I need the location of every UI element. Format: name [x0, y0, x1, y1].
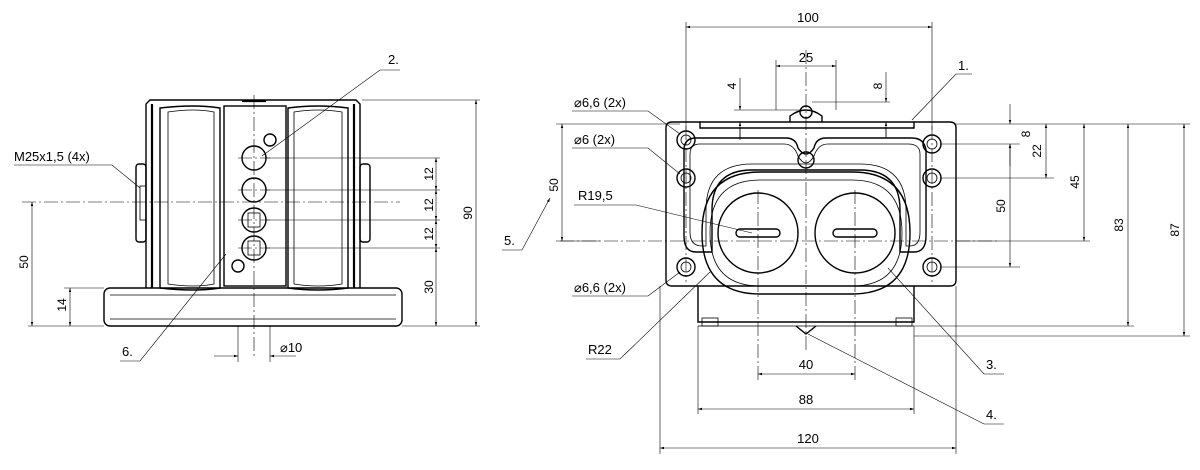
- hole-6: ⌀6 (2x): [574, 132, 615, 147]
- hole-6-6-bottom: ⌀6,6 (2x): [574, 280, 626, 295]
- dim-30: 30: [422, 280, 436, 294]
- callout-5: 5.: [504, 233, 515, 248]
- dim-40: 40: [799, 357, 813, 372]
- dim-50-right: 50: [994, 199, 1008, 213]
- dim-4: 4: [725, 82, 739, 89]
- dim-87: 87: [1168, 223, 1182, 237]
- housing-outline: [665, 121, 957, 287]
- dim-8-right: 8: [1019, 130, 1033, 137]
- front-view: 100 25 4 8 1. ⌀6,6 (2x) ⌀6 (2x) 50 R19,5: [502, 10, 1190, 454]
- thread-label: M25x1,5 (4x): [14, 149, 90, 164]
- dim-50-left: 50: [547, 178, 561, 192]
- radius-22: R22: [588, 342, 612, 357]
- dim-22: 22: [1030, 144, 1044, 158]
- callout-6: 6.: [122, 344, 133, 359]
- dim-14: 14: [55, 298, 69, 312]
- dim-50-side: 50: [17, 255, 31, 269]
- side-view: 12 12 12 30 90 50 14 ⌀10 M25x1,5 (4x) 2.…: [14, 52, 480, 362]
- dim-83: 83: [1112, 218, 1126, 232]
- dim-diameter-10: ⌀10: [280, 340, 302, 355]
- callout-2: 2.: [388, 52, 399, 67]
- dim-8-top: 8: [871, 82, 885, 89]
- dim-45: 45: [1068, 175, 1082, 189]
- dim-88: 88: [799, 392, 813, 407]
- center-recess: [701, 171, 911, 295]
- radius-19-5: R19,5: [578, 188, 613, 203]
- callout-3: 3.: [986, 357, 997, 372]
- dim-12-b: 12: [422, 198, 436, 212]
- dim-25: 25: [799, 50, 813, 65]
- dim-90: 90: [461, 206, 475, 220]
- dim-120: 120: [797, 431, 819, 446]
- dim-12-c: 12: [422, 227, 436, 241]
- callout-1: 1.: [958, 58, 969, 73]
- dim-12-a: 12: [422, 167, 436, 181]
- callout-4: 4.: [986, 407, 997, 422]
- dim-100: 100: [797, 10, 819, 25]
- hole-6-6-top: ⌀6,6 (2x): [574, 95, 626, 110]
- base-flange: [103, 287, 403, 327]
